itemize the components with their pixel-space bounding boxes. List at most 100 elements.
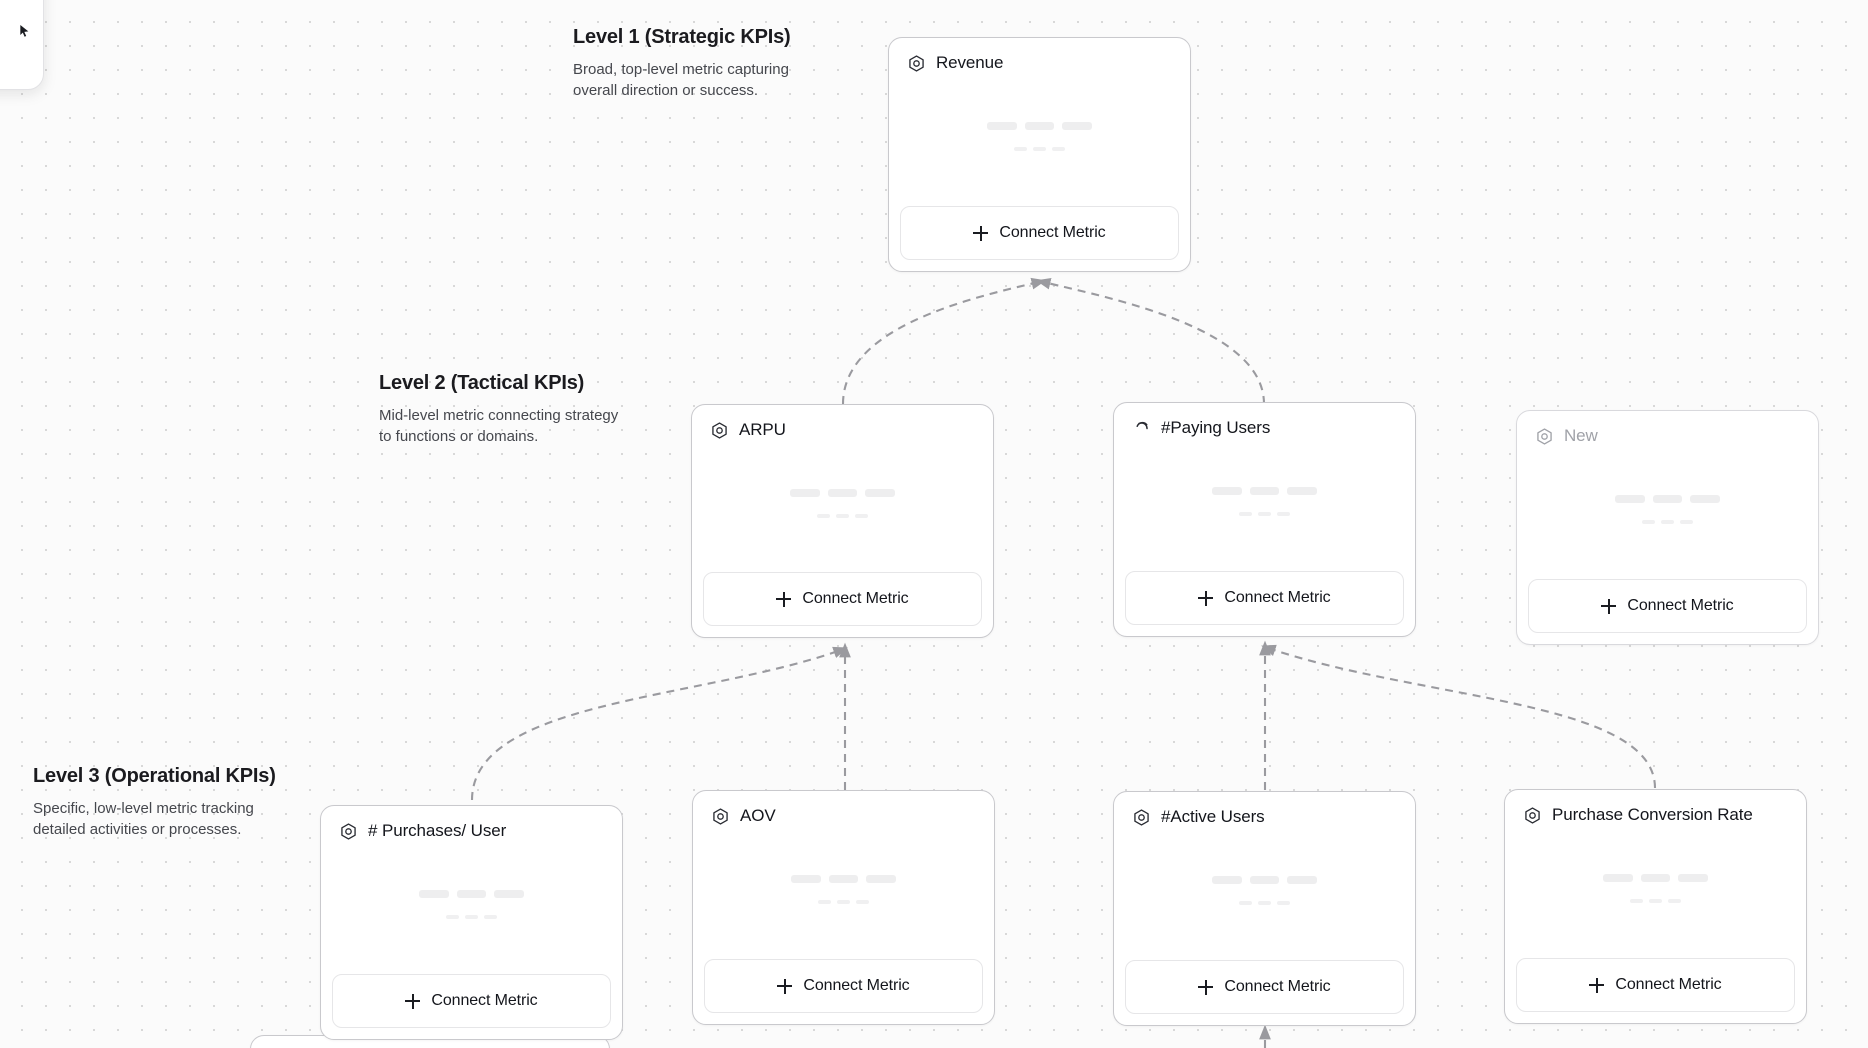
card-footer: Connect Metric [693,959,994,1024]
skeleton-bar [1250,876,1279,884]
connect-metric-button[interactable]: Connect Metric [704,959,983,1013]
card-placeholder-body [1517,446,1818,579]
skeleton-row-primary [790,488,895,497]
card-header: #Paying Users [1114,403,1415,438]
skeleton-bar [1641,874,1670,882]
hexagon-metric-icon [909,54,924,72]
metric-card-purchase-conversion-rate[interactable]: Purchase Conversion Rate Connect Metric [1504,789,1807,1024]
card-title: #Paying Users [1161,418,1271,437]
skeleton-row-primary [1212,487,1317,495]
skeleton-bar [818,900,831,904]
skeleton-bar [1653,495,1682,503]
card-header: AOV [693,791,994,826]
connect-metric-button[interactable]: Connect Metric [703,572,982,626]
card-footer: Connect Metric [692,572,993,637]
skeleton-bar [1642,520,1655,524]
skeleton-bar [465,915,478,919]
connect-metric-button[interactable]: Connect Metric [900,206,1179,260]
card-header: Purchase Conversion Rate [1505,790,1806,825]
connect-metric-button[interactable]: Connect Metric [1125,960,1404,1014]
metric-card-purchases-user[interactable]: # Purchases/ User Connect Metric [320,805,623,1040]
skeleton-bar [828,488,857,497]
connect-metric-label: Connect Metric [1615,976,1722,993]
skeleton-bar [791,875,821,883]
skeleton-bar [1277,512,1290,516]
card-title: Revenue [936,53,1004,72]
card-placeholder-body [1114,827,1415,960]
card-placeholder-body [889,73,1190,206]
connect-metric-label: Connect Metric [1224,589,1331,606]
skeleton-row-secondary [818,900,869,904]
edge-conversion-paying-users [1261,644,1657,789]
skeleton-row-secondary [1642,520,1693,524]
card-footer: Connect Metric [1505,958,1806,1023]
metric-card-arpu[interactable]: ARPU Connect Metric [691,404,994,638]
level-2-description: Mid-level metric connecting strategy to … [379,407,619,446]
skeleton-bar [1630,899,1643,903]
card-header: Revenue [889,38,1190,73]
skeleton-row-primary [1615,495,1720,503]
skeleton-bar [1052,147,1065,151]
card-header: #Active Users [1114,792,1415,827]
metric-card-revenue[interactable]: Revenue Connect Metric [888,37,1191,272]
metric-card-active-users[interactable]: #Active Users Connect Metric [1113,791,1416,1026]
skeleton-bar [494,890,524,898]
floating-toolbar-panel[interactable] [0,0,44,90]
card-placeholder-body [1505,825,1806,958]
skeleton-row-secondary [1239,901,1290,905]
connect-metric-button[interactable]: Connect Metric [332,974,611,1028]
connect-metric-button[interactable]: Connect Metric [1516,958,1795,1012]
connect-metric-button[interactable]: Connect Metric [1125,571,1404,625]
hexagon-metric-icon [1537,427,1552,445]
plus-icon [777,978,793,994]
connect-metric-label: Connect Metric [803,977,910,994]
card-header: ARPU [692,405,993,440]
skeleton-bar [856,900,869,904]
skeleton-bar [457,890,486,898]
skeleton-bar [987,122,1017,130]
skeleton-bar [790,488,820,497]
skeleton-row-primary [1212,876,1317,884]
plus-icon [1601,598,1617,614]
skeleton-bar [1239,512,1252,516]
skeleton-row-primary [419,890,524,898]
plus-icon [405,993,421,1009]
skeleton-bar [1680,520,1693,524]
card-header: # Purchases/ User [321,806,622,841]
skeleton-row-secondary [1239,512,1290,516]
card-placeholder-body [321,841,622,974]
plus-icon [1198,979,1214,995]
plus-icon [776,591,792,607]
hexagon-metric-icon [1525,806,1540,824]
plus-icon [973,225,989,241]
edge-arpu-revenue [841,277,1047,405]
skeleton-row-secondary [1014,147,1065,151]
connect-metric-button[interactable]: Connect Metric [1528,579,1807,633]
skeleton-bar [1690,495,1720,503]
edge-paying-users-revenue [1035,277,1266,405]
hexagon-metric-icon [341,822,356,840]
connect-metric-label: Connect Metric [1627,597,1734,614]
metric-card-aov[interactable]: AOV Connect Metric [692,790,995,1025]
skeleton-bar [1277,901,1290,905]
cursor-pointer-icon [20,25,29,37]
skeleton-bar [1287,876,1317,884]
card-header: New [1517,411,1818,446]
metric-card-new[interactable]: New Connect Metric [1516,410,1819,645]
level-2-label-group: Level 2 (Tactical KPIs) Mid-level metric… [379,372,629,448]
loading-spinner-icon [1135,421,1148,435]
card-footer: Connect Metric [1517,579,1818,644]
hexagon-metric-icon [712,421,727,439]
skeleton-bar [1212,876,1242,884]
card-placeholder-body [692,440,993,572]
metric-card-paying-users[interactable]: #Paying Users Connect Metric [1113,402,1416,637]
skeleton-bar [1014,147,1027,151]
card-title: ARPU [739,420,786,439]
level-1-label-group: Level 1 (Strategic KPIs) Broad, top-leve… [573,26,823,102]
skeleton-bar [1649,899,1662,903]
card-footer: Connect Metric [889,206,1190,271]
skeleton-bar [829,875,858,883]
skeleton-bar [865,488,895,497]
level-1-title: Level 1 (Strategic KPIs) [573,26,791,48]
